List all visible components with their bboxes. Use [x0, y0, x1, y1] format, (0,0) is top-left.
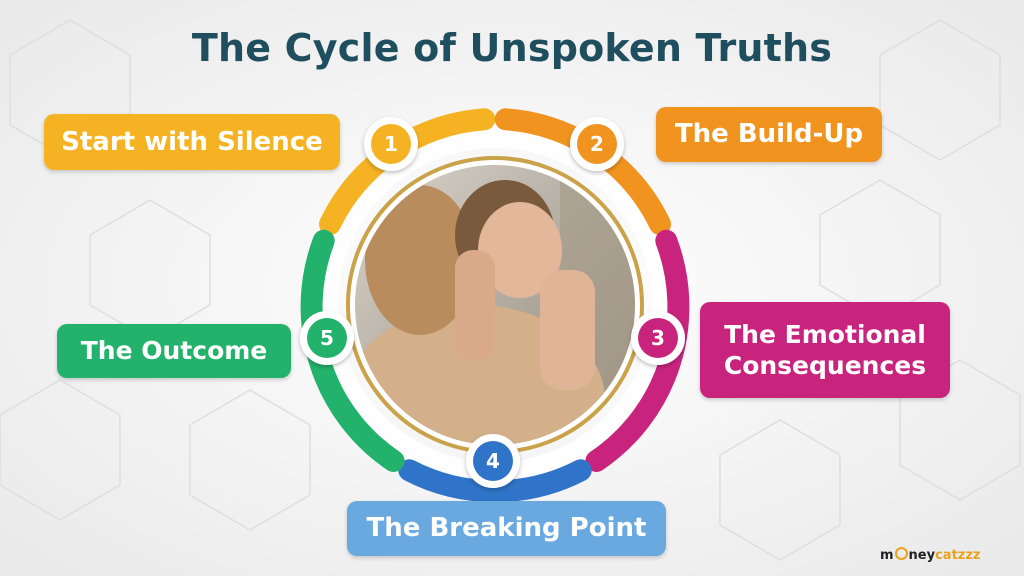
step-label-the-breaking-point: The Breaking Point [347, 501, 666, 556]
step-label-the-outcome: The Outcome [57, 324, 291, 378]
step-label-the-build-up: The Build-Up [656, 107, 882, 162]
logo-text-m: m [880, 548, 894, 563]
step-number-2: 2 [590, 132, 604, 156]
step-number-3: 3 [651, 326, 665, 350]
ring-segment-4 [398, 459, 592, 503]
step-number-4: 4 [486, 449, 500, 473]
page-title: The Cycle of Unspoken Truths [191, 26, 833, 70]
logo-coin-icon [894, 547, 908, 560]
ring-segment-3 [585, 229, 690, 472]
step-label-start-with-silence: Start with Silence [44, 114, 340, 170]
step-number-1: 1 [384, 132, 398, 156]
logo-text-ney: ney [908, 548, 936, 563]
step-number-5: 5 [320, 326, 334, 350]
step-label-the-emotional-consequences: The Emotional Consequences [700, 302, 950, 398]
logo-text-catzzz: catzzz [935, 548, 981, 563]
